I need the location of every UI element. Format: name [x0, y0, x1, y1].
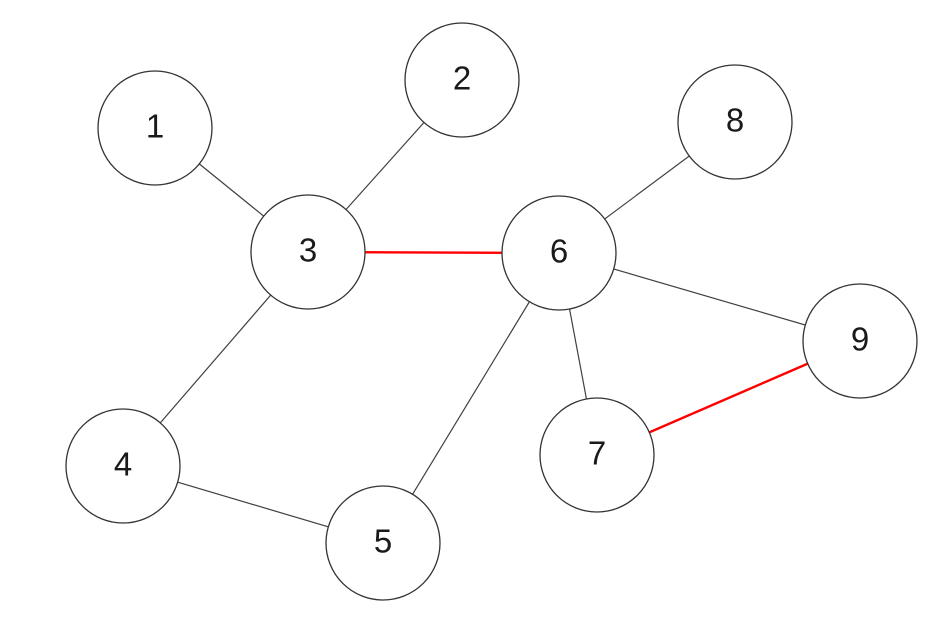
- graph-node-1[interactable]: 1: [97, 70, 213, 186]
- node-label: 2: [453, 60, 471, 97]
- node-label: 8: [726, 102, 744, 139]
- node-label: 3: [299, 232, 317, 269]
- node-circle[interactable]: [97, 70, 213, 186]
- node-label: 6: [550, 233, 568, 270]
- node-circle[interactable]: [802, 283, 918, 399]
- node-label: 9: [851, 321, 869, 358]
- graph-node-2[interactable]: 2: [404, 22, 520, 138]
- node-label: 1: [146, 108, 164, 145]
- node-circle[interactable]: [404, 22, 520, 138]
- node-circle[interactable]: [501, 195, 617, 311]
- node-circle[interactable]: [325, 485, 441, 601]
- node-label: 5: [374, 523, 392, 560]
- graph-node-8[interactable]: 8: [677, 64, 793, 180]
- node-circle[interactable]: [250, 194, 366, 310]
- graph-node-9[interactable]: 9: [802, 283, 918, 399]
- node-circle[interactable]: [539, 397, 655, 513]
- node-circle[interactable]: [65, 408, 181, 524]
- graph-node-7[interactable]: 7: [539, 397, 655, 513]
- node-label: 4: [114, 446, 132, 483]
- node-circle[interactable]: [677, 64, 793, 180]
- graph-node-6[interactable]: 6: [501, 195, 617, 311]
- node-label: 7: [588, 435, 606, 472]
- graph-node-3[interactable]: 3: [250, 194, 366, 310]
- graph-node-4[interactable]: 4: [65, 408, 181, 524]
- graph-node-5[interactable]: 5: [325, 485, 441, 601]
